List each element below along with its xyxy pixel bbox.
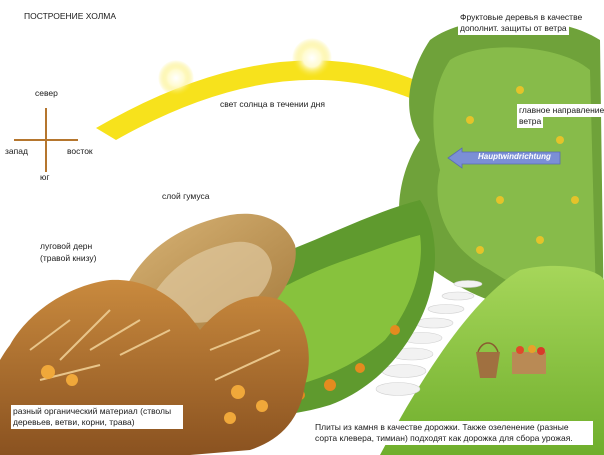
wind-arrow-label: Hauptwindrichtung <box>478 152 551 161</box>
fruit-trees-label-line1: Фруктовые деревья в качестве <box>458 11 585 24</box>
organic-material-label: разный органический материал (стволы дер… <box>11 405 183 429</box>
humus-layer-label: слой гумуса <box>162 191 210 201</box>
diagram-title: ПОСТРОЕНИЕ ХОЛМА <box>24 11 117 21</box>
compass-west-label: запад <box>5 146 28 156</box>
harvest-crate <box>512 345 546 374</box>
wind-direction-label-line1: главное направление <box>517 104 604 117</box>
turf-label-line1: луговой дерн <box>40 241 93 251</box>
fruit-trees-label-line2: дополнит. защиты от ветра <box>458 22 569 35</box>
compass-south-label: юг <box>40 172 50 182</box>
sun-path-label: свет солнца в течении дня <box>220 99 325 109</box>
turf-label-line2: (травой книзу) <box>40 253 97 263</box>
sun-path-arc <box>96 38 460 140</box>
root-vegetables <box>41 365 268 424</box>
stepping-stones <box>375 280 483 396</box>
compass-cross <box>14 108 78 172</box>
path-stones-label: Плиты из камня в качестве дорожки. Также… <box>313 421 593 445</box>
compass-east-label: восток <box>67 146 93 156</box>
harvest-basket <box>476 342 500 378</box>
wind-direction-arrow <box>447 147 561 169</box>
wind-direction-label-line2: ветра <box>517 115 544 128</box>
compass-north-label: север <box>35 88 58 98</box>
